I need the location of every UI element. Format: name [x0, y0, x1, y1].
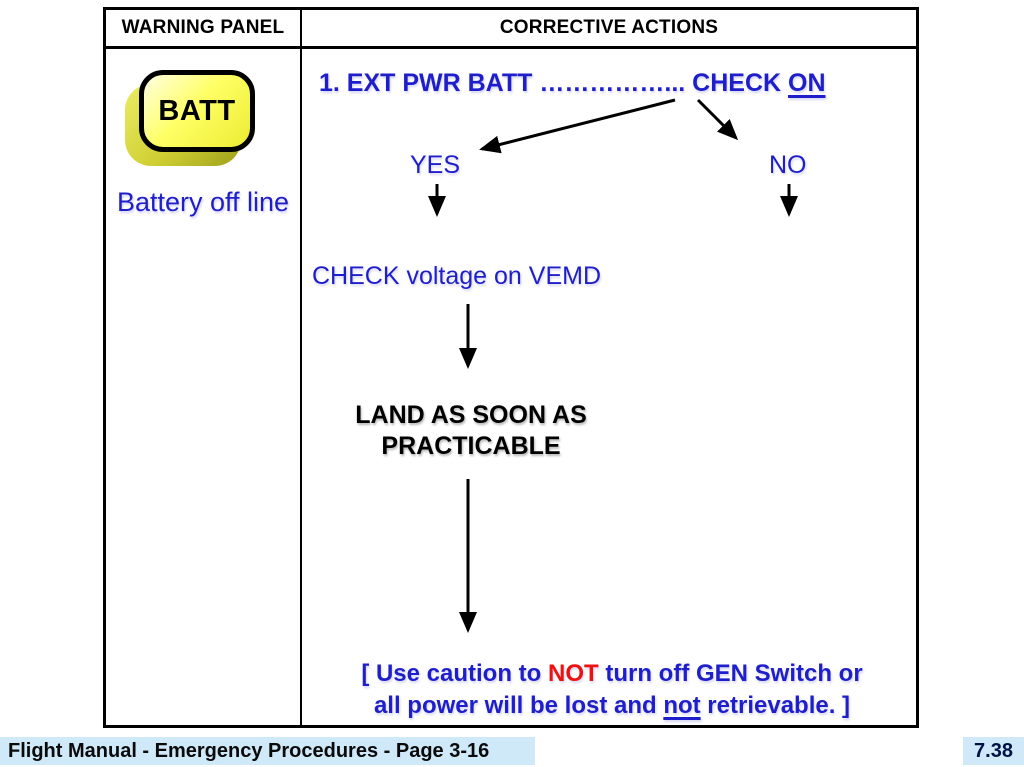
header-divider-line	[106, 46, 916, 49]
step1-text: 1. EXT PWR BATT ……………... CHECK ON	[319, 69, 826, 98]
caution-seg4: retrievable. ]	[700, 692, 851, 719]
warning-panel-header: WARNING PANEL	[121, 17, 285, 38]
land-outcome-line1: LAND AS SOON AS	[355, 401, 587, 429]
footer-page-ref: 7.38	[963, 737, 1024, 765]
corrective-actions-header: CORRECTIVE ACTIONS	[499, 17, 719, 38]
caution-seg1: [ Use caution to	[361, 660, 548, 687]
procedure-table: WARNING PANEL CORRECTIVE ACTIONS BATT Ba…	[103, 7, 919, 728]
caution-not-emphasis: NOT	[548, 660, 599, 687]
step1-dotted-leader: ……………...	[539, 69, 686, 97]
column-divider-line	[300, 10, 302, 725]
branch-no-label: NO	[769, 151, 807, 179]
caution-not-underlined: not	[663, 692, 701, 719]
batt-indicator-button: BATT	[139, 70, 255, 152]
step1-prefix: 1. EXT PWR BATT	[319, 69, 540, 97]
warning-caption: Battery off line	[116, 187, 290, 217]
caution-note: [ Use caution to NOT turn off GEN Switch…	[304, 658, 920, 722]
land-outcome-line2: PRACTICABLE	[381, 432, 561, 460]
caution-seg3: all power will be lost and	[373, 692, 664, 719]
land-outcome: LAND AS SOON AS PRACTICABLE	[306, 400, 636, 462]
step1-action: CHECK	[685, 69, 789, 97]
step1-action-state: ON	[788, 69, 826, 97]
batt-warning-light: BATT	[125, 70, 271, 170]
footer-title-bar: Flight Manual - Emergency Procedures - P…	[0, 737, 535, 765]
caution-seg2: turn off GEN Switch or	[598, 660, 863, 687]
check-voltage-step: CHECK voltage on VEMD	[312, 262, 602, 290]
branch-yes-label: YES	[410, 151, 461, 179]
